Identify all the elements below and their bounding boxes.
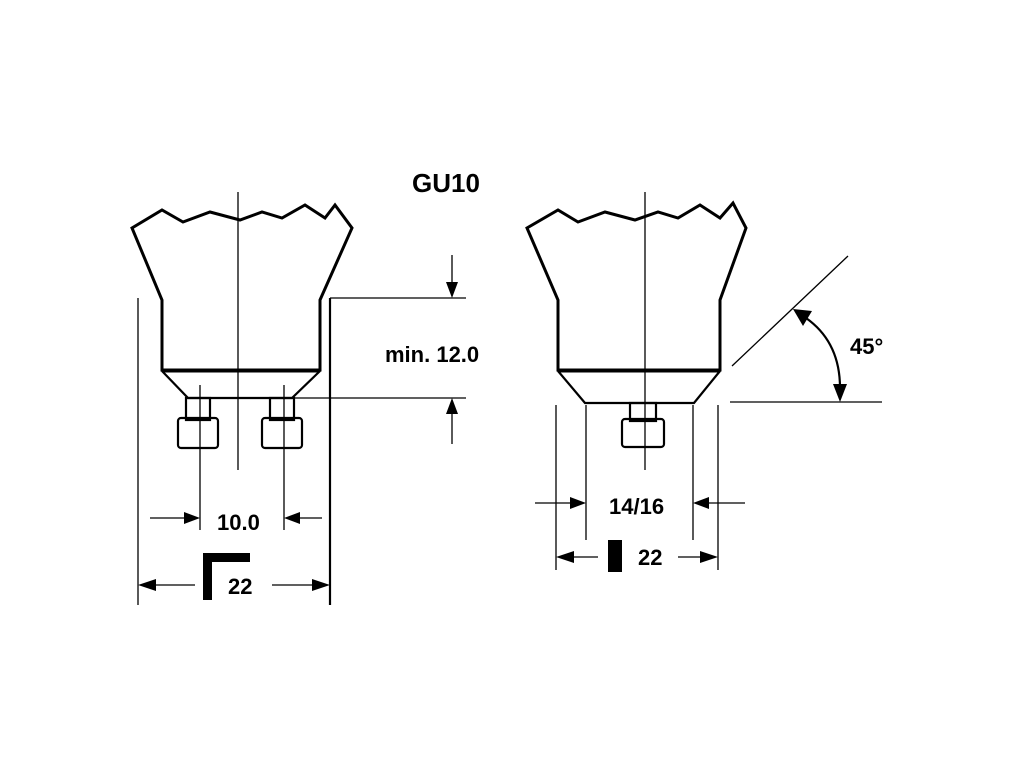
left-lamp-body	[130, 202, 354, 372]
left-lamp	[130, 192, 354, 530]
diagram-title: GU10	[412, 168, 480, 198]
pin-spacing-arrow-left-head	[184, 512, 200, 524]
right-pin-stem	[628, 401, 658, 423]
right-pin-head	[620, 417, 666, 449]
left-diameter-symbol	[203, 553, 250, 600]
inner-arrow-left-head	[570, 497, 586, 509]
right-diameter-label: 22	[638, 545, 662, 570]
left-pin-2-stem	[268, 396, 296, 422]
angle-arrow-bottom	[833, 384, 847, 402]
left-diameter-arrow-right	[312, 579, 330, 591]
left-pin-1-stem	[184, 396, 212, 422]
min-height-label: min. 12.0	[385, 342, 479, 367]
right-inner-label: 14/16	[609, 494, 664, 519]
right-diameter-symbol	[608, 540, 622, 572]
right-diameter-arrow-left	[556, 551, 574, 563]
height-arrow-bottom-head	[446, 398, 458, 414]
angle-arc	[805, 317, 842, 389]
left-pin-1-head	[176, 416, 220, 450]
right-lamp-body	[525, 200, 748, 372]
height-arrow-top-head	[446, 282, 458, 298]
angle-arrow-top	[793, 309, 812, 326]
left-diameter-label: 22	[228, 574, 252, 599]
right-base-taper	[557, 370, 721, 405]
angle-diagonal-line	[731, 255, 849, 367]
left-diameter-arrow-left	[138, 579, 156, 591]
left-base-taper	[161, 370, 321, 400]
inner-arrow-right-head	[693, 497, 709, 509]
right-lamp	[525, 192, 748, 470]
right-diameter-arrow-right	[700, 551, 718, 563]
left-pin-2-head	[260, 416, 304, 450]
pin-spacing-arrow-right-head	[284, 512, 300, 524]
angle-label: 45°	[850, 334, 883, 359]
pin-spacing-label: 10.0	[217, 510, 260, 535]
